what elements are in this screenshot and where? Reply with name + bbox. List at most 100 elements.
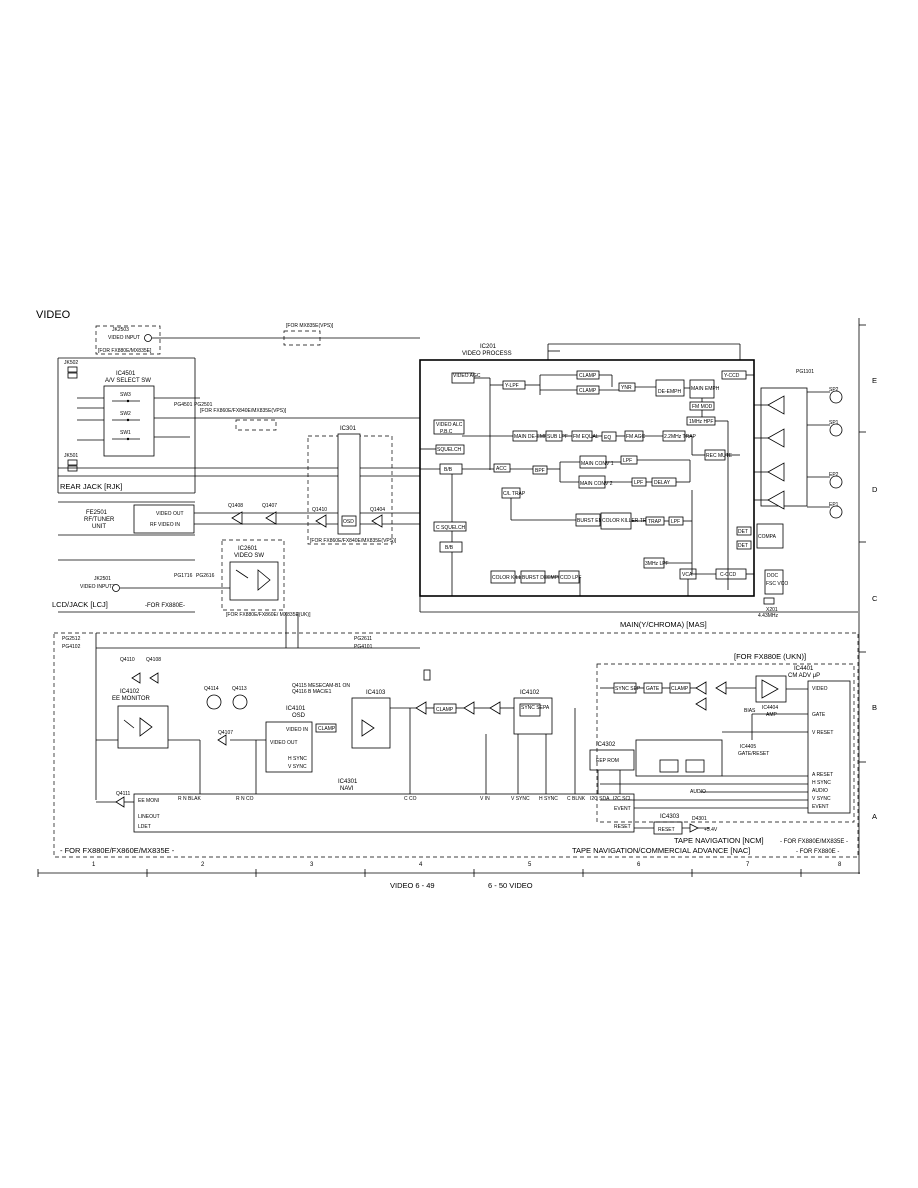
block-label: TRAP [648,519,662,525]
ic4401-pin: A RESET [812,772,833,778]
ukn-block-label: GATE [646,686,660,692]
row-label-b: B [872,703,877,712]
ic4401-pin: V RESET [812,730,833,736]
section-tape-nav-ncm: TAPE NAVIGATION [NCM] [674,836,764,845]
block-label: ACC [496,466,507,472]
block-label: 1MHz HPF [689,419,713,425]
ic4405-label: IC4405 [740,744,756,750]
ic2601-note: [FOR FX880E/FX860E/ MX835E(UK)] [226,612,311,618]
head-sp2-icon [829,390,843,404]
fe2501-block [133,504,195,534]
q1404-label: Q1404 [370,507,385,513]
ic4103-label: IC4103 [366,690,386,696]
ic4301-pin: R N CO [236,796,254,802]
block-label: COLOR KILLER TRAP [602,518,654,524]
sw-label: SW3 [120,392,131,398]
ukn-block-label: SYNC SEP [615,686,641,692]
col-label: 6 [637,862,641,868]
bottom-left-note: - FOR FX880E/FX860E/MX835E - [60,846,175,855]
tape-navigation-region [53,632,859,858]
ic4501-label: IC4501 [116,371,136,377]
block-label: Y-LPF [505,383,519,389]
block-label: VCA [682,572,693,578]
section-main: MAIN(Y/CHROMA) [MAS] [620,620,707,629]
pg4101-label: PG4101 [354,644,373,650]
ic4101-block [265,721,313,773]
svg-text:Q4110: Q4110 [120,657,135,663]
ic4101-pin: VIDEO OUT [270,740,298,746]
block-label: LPF [671,519,680,525]
fe2501-label: FE2501 [86,510,108,516]
d4301-label: D4301 [692,816,707,822]
block-label: DET [738,529,748,535]
ic4401-pin: V SYNC [812,796,831,802]
jk2503-sub: VIDEO INPUT [108,335,140,341]
head-label: EP2 [829,472,839,478]
pg2616-label: PG2616 [196,573,215,579]
ic4102-ee-label: IC4102 [120,689,140,695]
col-label: 5 [528,862,532,868]
block-label: BURST DEEMPH [522,575,562,581]
block-label: MAIN DE-EMPH [514,434,551,440]
head-ep1-icon [829,505,843,519]
ic4301-pin: EE MONI [138,798,159,804]
pg4102-label: PG4102 [62,644,81,650]
block-label: CLAMP [579,388,597,394]
ic4401-pin: GATE [812,712,826,718]
ic301-block [337,433,361,535]
ic4404-sub: AMP [766,712,778,718]
fx860-vps-note: [FOR FX860E/FX840E/MX835E(VPS)] [200,408,287,414]
ic4301-pin: R N BLAK [178,796,201,802]
ic4401-pin: VIDEO [812,686,828,692]
block-label: DET [738,543,748,549]
head-amp-array [754,387,830,510]
block-label: COLOR KILLER [492,575,529,581]
ic4401-label: IC4401 [794,666,814,672]
ic4501-sub: A/V SELECT SW [105,378,151,384]
ic201-sub: VIDEO PROCESS [462,351,512,357]
secam-note2: Q4116 B MAC/E1 [292,689,332,695]
lcd-jack-note: -FOR FX880E- [145,603,185,609]
svg-text:CLAMP: CLAMP [436,707,454,713]
svg-text:Q4108: Q4108 [146,657,161,663]
osd-label: OSD [343,519,354,525]
jack-icon [112,584,120,592]
col-label: 7 [746,862,750,868]
ic4101-sub: OSD [292,713,306,719]
row-label-e: E [872,376,877,385]
q1410-label: Q1410 [312,507,327,513]
block-label: FM MOD [692,404,713,410]
ukn-region [596,663,855,823]
section-for-ukn: [FOR FX880E (UKN)] [734,652,806,661]
ic4102-ee-sub: EE MONITOR [112,696,151,702]
head-sp1-icon [829,423,843,437]
ic4301-pin: I2C SDA [590,796,610,802]
ic4302-block [589,749,635,771]
ic4101-label: IC4101 [286,706,306,712]
ic4301-pin: LDET [138,824,151,830]
block-label: REC MUTE [706,453,733,459]
block-label: MAIN CONV 1 [581,461,614,467]
block-label: BURST EMPH [577,518,610,524]
ic4302-label: IC4302 [596,742,616,748]
video-heads: SP2 SP1 EP2 EP1 [829,387,843,519]
ic2601-block [229,561,279,601]
ic4301-pin: V IN [480,796,490,802]
x201-sub: 4.43MHz [758,613,779,619]
ic4405-block [635,739,723,777]
tape-nav-ncm-note: - FOR FX880E/MX835E - [780,839,848,845]
footer-left: VIDEO 6 - 49 [390,881,435,890]
buffer-q1408 [231,511,243,525]
buffer-icon [489,701,501,715]
footer-right: 6 - 50 VIDEO [488,881,533,890]
ic4404-label: IC4404 [762,705,778,711]
jk2501-label: JK2501 [94,576,111,582]
svg-text:CLAMP: CLAMP [318,726,336,732]
block-label: LPF [634,480,643,486]
svg-text:Q4111: Q4111 [116,791,130,797]
block-label: CLAMP [579,373,597,379]
ic4401-block [807,680,851,814]
ic301-label: IC301 [340,426,357,432]
jk501-label: JK501 [64,453,78,459]
ic4405-sub: GATE/RESET [738,751,769,757]
